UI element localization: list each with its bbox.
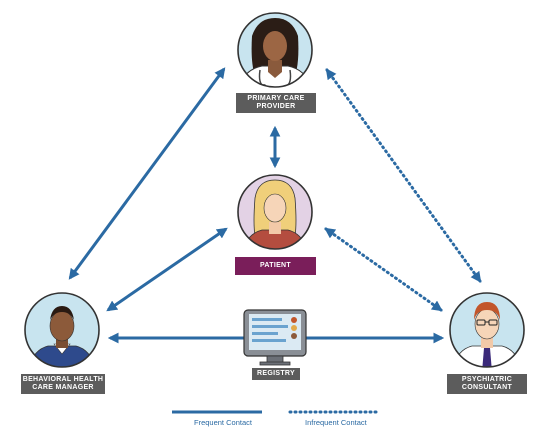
connections [68, 67, 482, 344]
arrow-pcp-bhcm [68, 67, 226, 280]
primary-care-provider-label: PRIMARY CARE PROVIDER [236, 93, 316, 113]
legend-infrequent-text: Infrequent Contact [305, 418, 367, 427]
behavioral-health-care-manager-label: BEHAVIORAL HEALTH CARE MANAGER [21, 374, 105, 394]
registry-label: REGISTRY [252, 368, 300, 380]
patient-avatar [237, 174, 313, 250]
behavioral-health-care-manager-avatar [24, 292, 100, 368]
arrow-pcp-psych [325, 68, 482, 283]
registry-monitor-icon [243, 309, 307, 366]
psychiatric-consultant-label: PSYCHIATRIC CONSULTANT [447, 374, 527, 394]
patient-label: PATIENT [235, 257, 316, 275]
legend-frequent-text: Frequent Contact [194, 418, 252, 427]
arrow-patient-bhcm [106, 227, 228, 312]
arrow-patient-psych [324, 227, 443, 312]
primary-care-provider-avatar [237, 12, 313, 88]
psychiatric-consultant-avatar [449, 292, 525, 368]
